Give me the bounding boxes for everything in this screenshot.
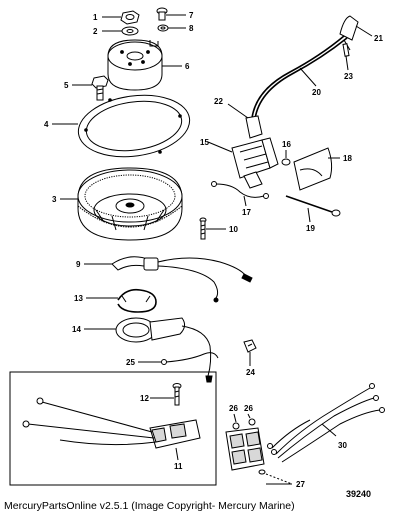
- callout-5: 5: [64, 81, 69, 90]
- high-tension-lead-part: [245, 15, 359, 139]
- bolt-part: [91, 75, 109, 101]
- callout-13: 13: [74, 294, 83, 303]
- connector-part: [243, 339, 257, 353]
- coil-cover-part: [293, 147, 333, 191]
- callout-22: 22: [214, 97, 223, 106]
- callout-4: 4: [44, 120, 49, 129]
- callout-17: 17: [242, 208, 251, 217]
- callout-10: 10: [229, 225, 238, 234]
- callout-19: 19: [306, 224, 315, 233]
- callout-3: 3: [52, 195, 57, 204]
- callout-26-left: 26: [229, 404, 238, 413]
- callout-1: 1: [93, 13, 98, 22]
- screw-27-part: [258, 469, 293, 485]
- nut-part: [120, 10, 140, 25]
- ground-lead-part: [211, 181, 269, 199]
- callout-2: 2: [93, 27, 98, 36]
- screw-10-part: [199, 217, 207, 240]
- callout-30: 30: [338, 441, 347, 450]
- hub-part: [107, 39, 163, 91]
- screw-part: [156, 7, 168, 21]
- wire-harness-part: [267, 383, 385, 463]
- callout-7: 7: [189, 11, 194, 20]
- callout-25: 25: [126, 358, 135, 367]
- stator-part: [111, 256, 253, 303]
- callout-6: 6: [185, 62, 190, 71]
- callout-15: 15: [200, 138, 209, 147]
- diagram-number: 39240: [346, 489, 371, 499]
- callout-24: 24: [246, 368, 255, 377]
- callout-26-right: 26: [244, 404, 253, 413]
- long-bolt-part: [285, 195, 341, 217]
- callout-23: 23: [344, 72, 353, 81]
- ignition-coil-part: [231, 137, 279, 189]
- callout-11: 11: [174, 462, 183, 471]
- callout-20: 20: [312, 88, 321, 97]
- copyright-footer: MercuryPartsOnline v2.5.1 (Image Copyrig…: [4, 500, 295, 512]
- callout-18: 18: [343, 154, 352, 163]
- rectifier-part: [225, 418, 265, 471]
- callout-9: 9: [76, 260, 81, 269]
- callout-8: 8: [189, 24, 194, 33]
- wire-lead-part: [161, 352, 219, 365]
- retaining-ring-part: [117, 288, 157, 313]
- trigger-part: [115, 317, 213, 383]
- callout-21: 21: [374, 34, 383, 43]
- inset-box: [9, 371, 217, 486]
- flywheel-part: [77, 167, 183, 241]
- gasket-ring-part: [77, 94, 191, 158]
- callout-27: 27: [296, 480, 305, 489]
- lockwasher-part: [157, 24, 169, 32]
- nut-16-part: [281, 158, 291, 166]
- washer-part: [121, 26, 139, 36]
- callout-12: 12: [140, 394, 149, 403]
- callout-14: 14: [72, 325, 81, 334]
- callout-16: 16: [282, 140, 291, 149]
